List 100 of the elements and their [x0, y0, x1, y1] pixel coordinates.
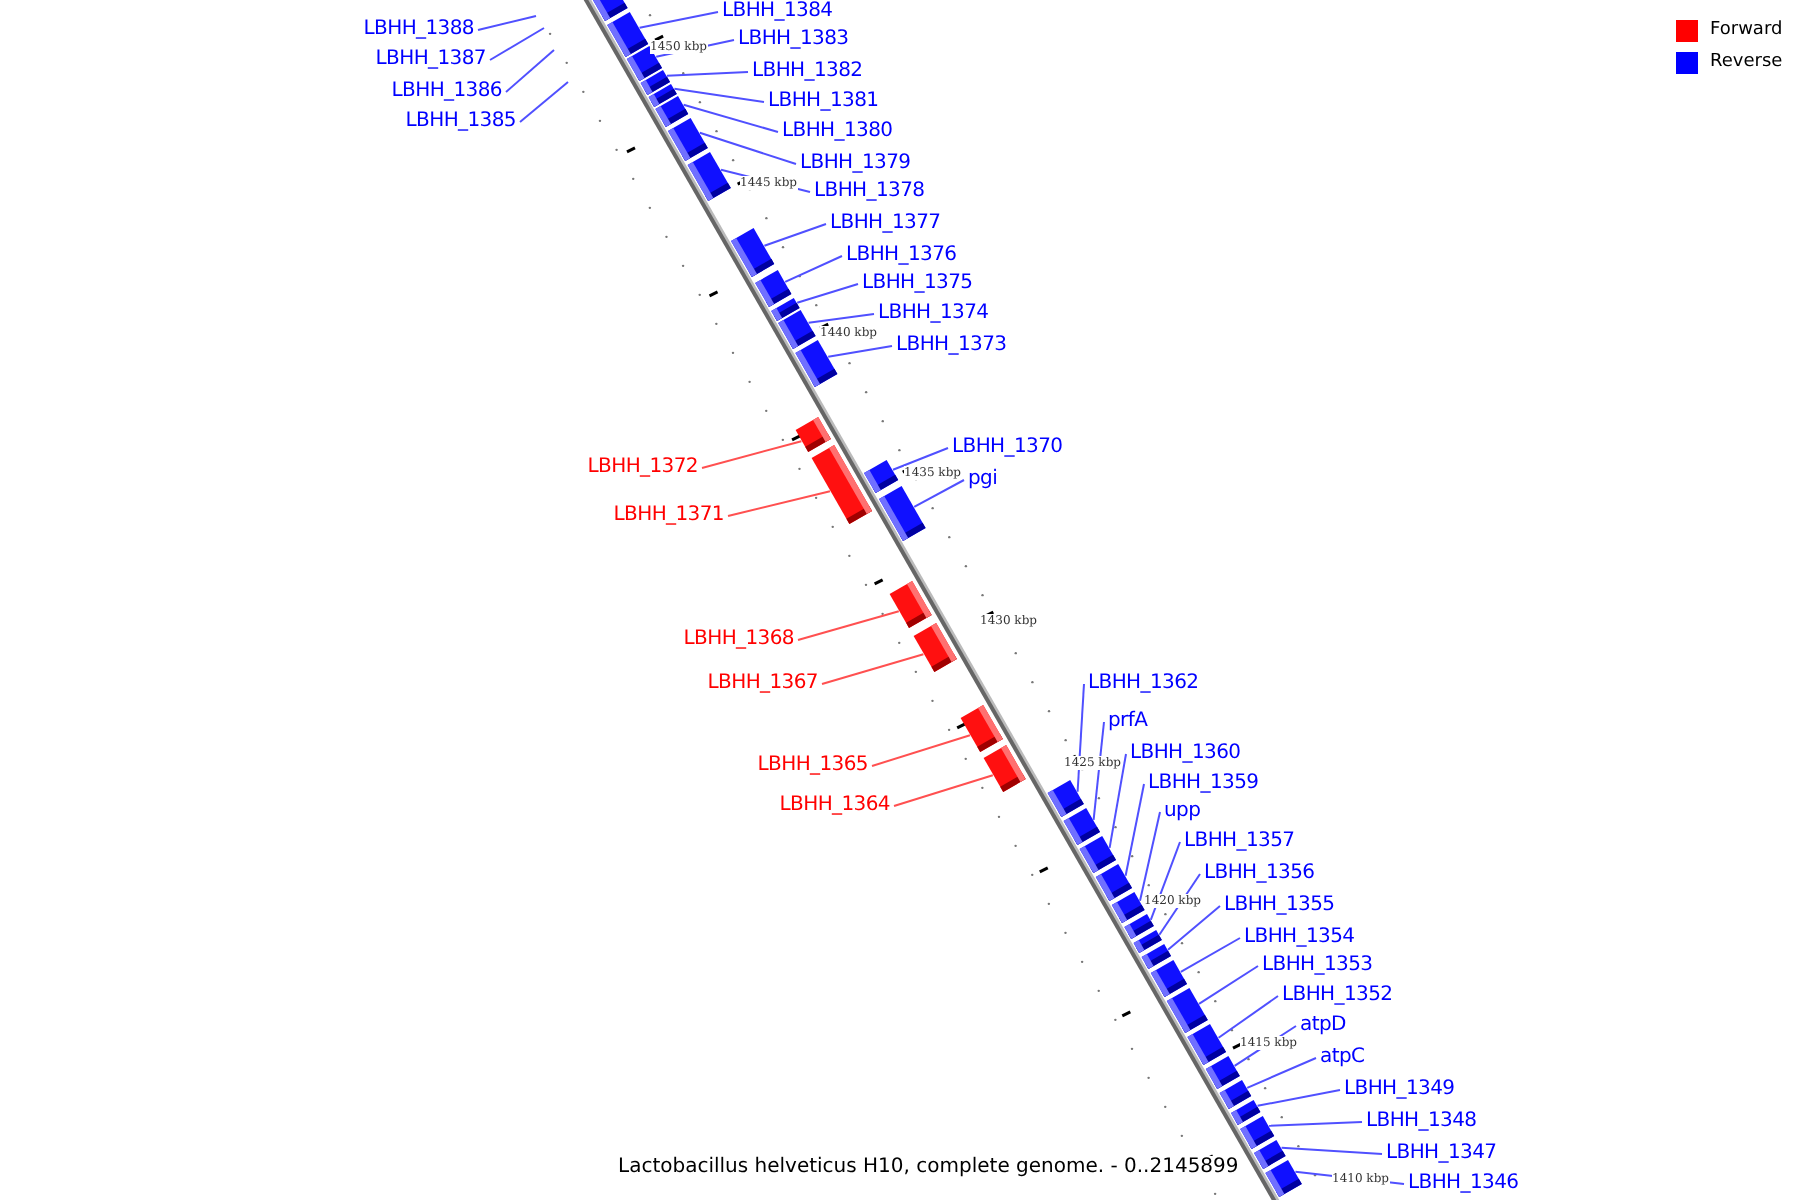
- gene-label: LBHH_1374: [878, 302, 989, 326]
- leader-line: [505, 49, 555, 93]
- gene-block: [811, 445, 872, 524]
- gene-label: LBHH_1353: [1262, 954, 1373, 978]
- gene-block: [1254, 1140, 1286, 1169]
- gene-block: [913, 623, 957, 672]
- gene-label: atpD: [1300, 1014, 1346, 1038]
- leader-line: [871, 734, 971, 767]
- caption: Lactobacillus helveticus H10, complete genome. - 0..2145899: [618, 1156, 1239, 1180]
- leader-line: [1108, 753, 1127, 849]
- gene-label: atpC: [1320, 1046, 1365, 1070]
- gene-label: LBHH_1375: [862, 272, 973, 296]
- gene-block: [1240, 1116, 1275, 1149]
- gene-block: [1079, 836, 1116, 873]
- gene-label: LBHH_1373: [896, 334, 1007, 358]
- gene-block: [655, 96, 689, 127]
- gene-label: LBHH_1357: [1184, 830, 1295, 854]
- gene-label: LBHH_1359: [1148, 772, 1259, 796]
- gene-label: LBHH_1380: [782, 120, 893, 144]
- gene-block: [1095, 864, 1132, 901]
- gene-block: [795, 340, 838, 387]
- leader-line: [489, 27, 545, 61]
- gene-block: [889, 581, 932, 628]
- gene-label: LBHH_1360: [1130, 742, 1241, 766]
- leader-line: [807, 313, 875, 324]
- leader-line: [1149, 841, 1181, 921]
- gene-block: [1219, 1080, 1252, 1109]
- gene-label: LBHH_1388: [363, 18, 474, 42]
- gene-block: [983, 745, 1026, 792]
- gene-label: LBHH_1387: [375, 48, 486, 72]
- gene-label: LBHH_1370: [952, 436, 1063, 460]
- leader-line: [784, 255, 843, 283]
- leader-line: [893, 774, 994, 807]
- gene-block: [1166, 988, 1208, 1033]
- leader-line: [1256, 1089, 1341, 1107]
- gene-block: [687, 152, 731, 201]
- leader-line: [682, 103, 779, 133]
- leader-line: [827, 345, 893, 358]
- gene-label: LBHH_1372: [587, 456, 698, 480]
- leader-line: [666, 71, 749, 77]
- gene-label: LBHH_1385: [405, 110, 516, 134]
- leader-line: [701, 440, 803, 469]
- gene-block: [1111, 892, 1145, 923]
- gene-block: [668, 118, 708, 161]
- leader-line: [727, 490, 831, 517]
- gene-label: LBHH_1348: [1366, 1110, 1477, 1134]
- gene-label: pgi: [968, 468, 998, 492]
- leader-line: [1092, 721, 1105, 821]
- gene-label: LBHH_1364: [779, 794, 890, 818]
- gene-label: LBHH_1349: [1344, 1078, 1455, 1102]
- legend-label: Reverse: [1710, 52, 1783, 74]
- gene-label: LBHH_1355: [1224, 894, 1335, 918]
- gene-block: [864, 460, 899, 493]
- gene-label: LBHH_1379: [800, 152, 911, 176]
- leader-line: [1198, 965, 1259, 1005]
- gene-label: LBHH_1356: [1204, 862, 1315, 886]
- gene-label: LBHH_1384: [722, 0, 833, 24]
- leader-line: [913, 479, 965, 508]
- gene-label: LBHH_1346: [1408, 1172, 1519, 1196]
- gene-label: LBHH_1386: [391, 80, 502, 104]
- leader-line: [763, 223, 827, 247]
- gene-block: [960, 705, 1003, 752]
- gene-label: prfA: [1108, 710, 1148, 734]
- legend-label: Forward: [1710, 20, 1783, 42]
- leader-line: [1139, 811, 1161, 902]
- leader-line: [821, 653, 925, 685]
- gene-label: upp: [1164, 800, 1201, 824]
- leader-line: [519, 81, 569, 123]
- gene-block: [1063, 808, 1100, 845]
- gene-label: LBHH_1377: [830, 212, 941, 236]
- leader-line: [1268, 1121, 1363, 1127]
- gene-label: LBHH_1354: [1244, 926, 1355, 950]
- leader-line: [1246, 1057, 1317, 1089]
- gene-block: [1205, 1056, 1240, 1089]
- leader-line: [797, 610, 900, 641]
- leader-line: [796, 283, 859, 304]
- gene-block: [731, 228, 775, 277]
- gene-label: LBHH_1367: [707, 672, 818, 696]
- gene-label: LBHH_1376: [846, 244, 957, 268]
- gene-label: LBHH_1378: [814, 180, 925, 204]
- gene-label: LBHH_1347: [1386, 1142, 1497, 1166]
- gene-block: [1265, 1160, 1302, 1197]
- gene-label: LBHH_1352: [1282, 984, 1393, 1008]
- gene-block: [1187, 1024, 1226, 1065]
- gene-label: LBHH_1362: [1088, 672, 1199, 696]
- gene-label: LBHH_1368: [683, 628, 794, 652]
- gene-label: LBHH_1382: [752, 60, 863, 84]
- leader-line: [673, 87, 765, 103]
- leader-line: [1167, 905, 1221, 951]
- leader-line: [1179, 937, 1241, 973]
- leader-line: [698, 131, 797, 165]
- gene-block: [1047, 780, 1084, 817]
- gene-label: LBHH_1383: [738, 28, 849, 52]
- leader-line: [892, 447, 949, 471]
- leader-line: [638, 11, 719, 29]
- leader-line: [1124, 783, 1145, 877]
- gene-label: LBHH_1381: [768, 90, 879, 114]
- leader-line: [1076, 683, 1085, 793]
- leader-line: [1217, 995, 1279, 1039]
- gene-label: LBHH_1371: [613, 504, 724, 528]
